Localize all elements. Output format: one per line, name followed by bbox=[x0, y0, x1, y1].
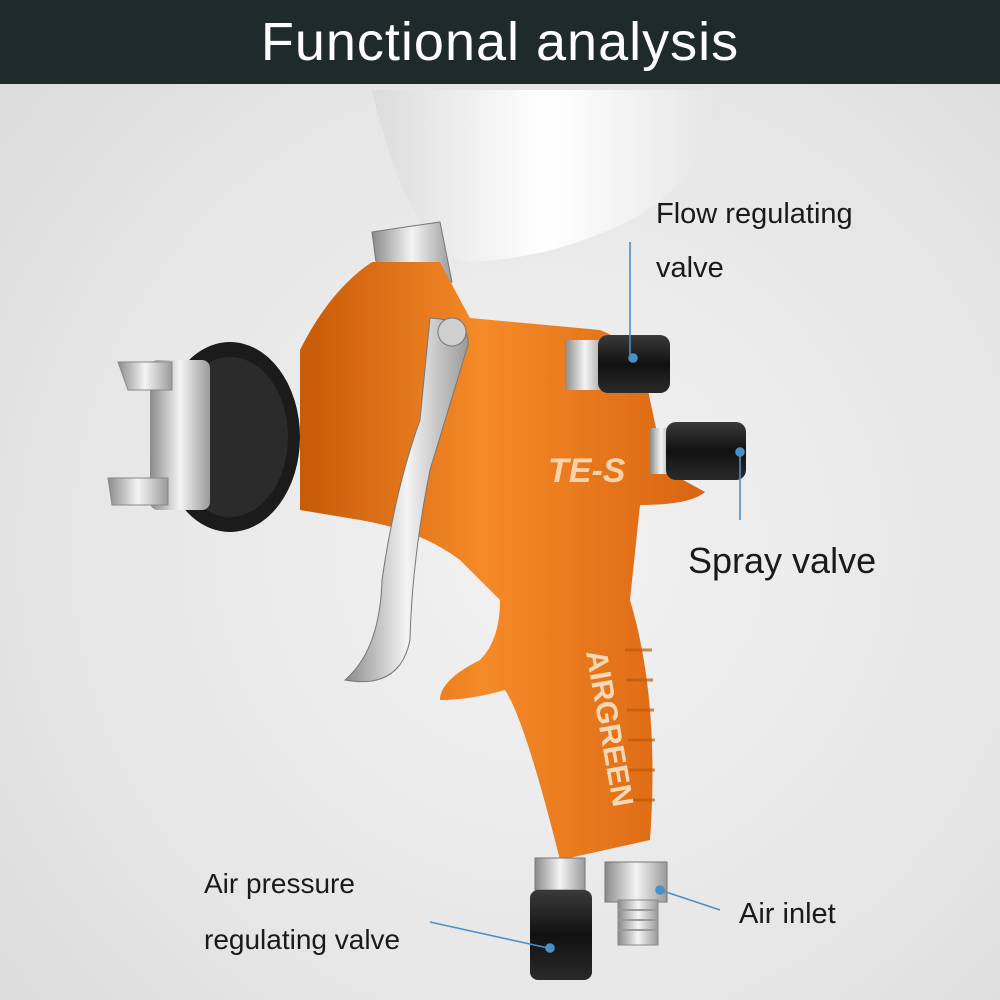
trigger-pivot bbox=[437, 317, 467, 347]
flow-valve-label-line1: Flow regulating bbox=[656, 198, 853, 230]
paint-cup bbox=[372, 90, 722, 262]
air-pressure-label-line1: Air pressure bbox=[204, 868, 355, 899]
air-pressure-fitting bbox=[534, 857, 586, 891]
air-pressure-knob bbox=[530, 890, 592, 980]
air-cap-horn-top bbox=[117, 361, 173, 391]
air-inlet-thread bbox=[617, 899, 659, 946]
air-cap bbox=[150, 360, 210, 510]
air-pressure-leader-line bbox=[429, 921, 549, 949]
trigger bbox=[343, 317, 469, 683]
spray-valve-label: Spray valve bbox=[688, 540, 877, 581]
gun-body bbox=[300, 262, 705, 860]
air-inlet-nut bbox=[604, 861, 668, 903]
grip-ribs bbox=[625, 648, 655, 802]
spray-valve-knob bbox=[666, 422, 746, 480]
air-inlet-leader-line bbox=[659, 889, 721, 911]
air-inlet-label: Air inlet bbox=[739, 898, 836, 930]
model-text: TE-S bbox=[548, 452, 626, 490]
title-bar: Functional analysis bbox=[0, 0, 1000, 84]
flow-valve-label-line2: valve bbox=[656, 252, 724, 284]
air-pressure-label-line2: regulating valve bbox=[204, 924, 401, 955]
air-cap-horn-bottom bbox=[107, 477, 169, 506]
page-title: Functional analysis bbox=[260, 12, 740, 72]
flow-valve-knob bbox=[598, 335, 670, 393]
